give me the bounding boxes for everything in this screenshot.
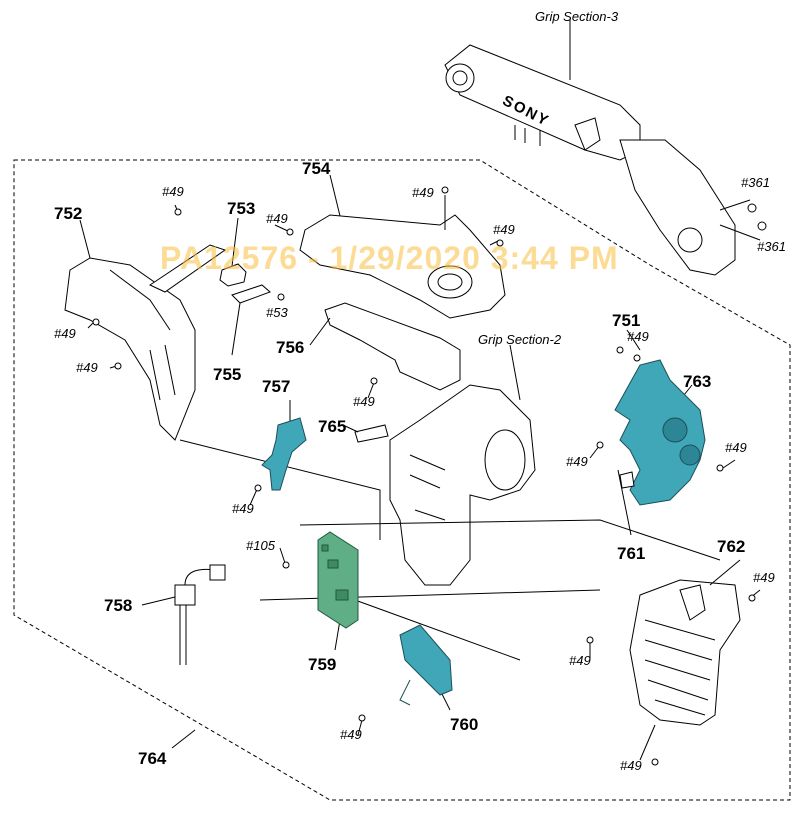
part-763-mechanism: [614, 359, 706, 506]
grip-section-3-housing: [444, 44, 736, 276]
label-part-758: 758: [104, 596, 133, 615]
part-754-cover: [299, 214, 506, 319]
label-part-759: 759: [308, 655, 337, 674]
label-part-761: 761: [617, 544, 646, 563]
label-screw-49-g: #49: [353, 394, 375, 409]
label-part-754: 754: [302, 159, 331, 178]
label-part-765: 765: [318, 417, 347, 436]
label-screw-49-f: #49: [76, 360, 98, 375]
label-part-752: 752: [54, 204, 83, 223]
label-screw-49-h: #49: [232, 501, 254, 516]
label-screw-49-m: #49: [569, 653, 591, 668]
label-screw-49-j: #49: [566, 454, 588, 469]
label-screw-49-l: #49: [753, 570, 775, 585]
part-757-switch-block: [261, 417, 307, 491]
part-752-cover: [64, 257, 196, 441]
screws: [92, 186, 767, 766]
label-screw-105: #105: [246, 538, 275, 553]
part-753-bracket: [219, 263, 247, 287]
label-screw-361-a: #361: [741, 175, 770, 190]
label-part-757: 757: [262, 377, 291, 396]
part-762-grip: [629, 579, 741, 726]
grip-section-2-chassis: [389, 384, 536, 586]
part-759-board: [317, 531, 359, 629]
part-760-motor: [399, 624, 453, 696]
label-screw-49-a: #49: [162, 184, 184, 199]
label-part-755: 755: [213, 365, 242, 384]
assembly-764-frame: [13, 159, 791, 801]
label-grip-section-3: Grip Section-3: [535, 9, 619, 24]
watermark-text: PA12576 - 1/29/2020 3:44 PM: [160, 240, 619, 276]
teal-parts: [261, 359, 706, 706]
label-part-762: 762: [717, 537, 746, 556]
label-part-751: 751: [612, 311, 641, 330]
label-part-763: 763: [683, 372, 712, 391]
part-755-switch: [231, 284, 271, 304]
label-screw-49-d: #49: [493, 222, 515, 237]
label-part-753: 753: [227, 199, 256, 218]
label-screw-49-o: #49: [620, 758, 642, 773]
label-screw-49-n: #49: [340, 727, 362, 742]
label-screw-361-b: #361: [757, 239, 786, 254]
label-part-764: 764: [138, 749, 167, 768]
part-765-tape: [354, 424, 389, 443]
label-part-760: 760: [450, 715, 479, 734]
flex-connector: [148, 244, 227, 293]
label-screw-49-b: #49: [266, 211, 288, 226]
label-screw-49-e: #49: [54, 326, 76, 341]
label-screw-49-k: #49: [725, 440, 747, 455]
part-758-cable: [174, 564, 226, 665]
part-761-tape: [619, 471, 635, 489]
label-screw-49-i: #49: [627, 329, 649, 344]
part-756-plate: [324, 302, 461, 391]
label-part-756: 756: [276, 338, 305, 357]
label-screw-53: #53: [266, 305, 288, 320]
label-grip-section-2: Grip Section-2: [478, 332, 562, 347]
label-screw-49-c: #49: [412, 185, 434, 200]
